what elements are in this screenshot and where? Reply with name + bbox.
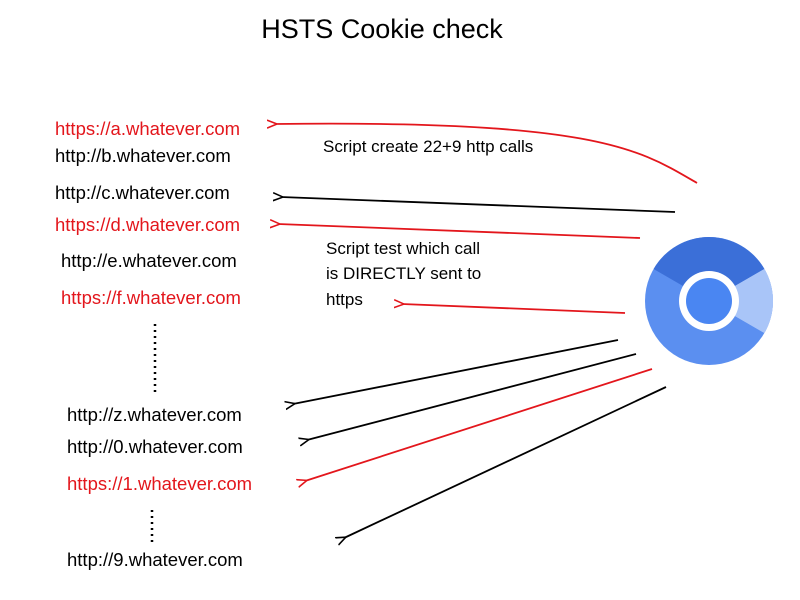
diagram-title: HSTS Cookie check bbox=[261, 14, 503, 44]
note-test-line-2: is DIRECTLY sent to bbox=[326, 264, 482, 283]
arrow-to-https-label bbox=[402, 304, 626, 314]
arrow-to-https-a bbox=[275, 124, 698, 184]
url-http-9: http://9.whatever.com bbox=[67, 549, 243, 570]
note-create-calls: Script create 22+9 http calls bbox=[323, 137, 534, 156]
url-https-d: https://d.whatever.com bbox=[55, 214, 241, 235]
url-https-f: https://f.whatever.com bbox=[61, 287, 241, 308]
url-http-e: http://e.whatever.com bbox=[61, 250, 237, 271]
arrow-to-http-0 bbox=[307, 353, 637, 440]
arrow-to-https-1 bbox=[305, 368, 653, 481]
url-https-a: https://a.whatever.com bbox=[55, 118, 241, 139]
url-http-b: http://b.whatever.com bbox=[55, 145, 231, 166]
chromium-logo-icon bbox=[645, 237, 773, 365]
url-https-1: https://1.whatever.com bbox=[67, 473, 253, 494]
note-test-line-1: Script test which call bbox=[326, 239, 480, 258]
url-http-0: http://0.whatever.com bbox=[67, 436, 243, 457]
url-http-z: http://z.whatever.com bbox=[67, 404, 242, 425]
note-test-line-3: https bbox=[326, 290, 363, 309]
arrow-to-http-9 bbox=[344, 386, 667, 538]
arrow-to-http-z bbox=[293, 339, 619, 404]
arrow-to-http-c bbox=[281, 197, 676, 213]
arrow-to-https-d bbox=[278, 224, 641, 239]
url-http-c: http://c.whatever.com bbox=[55, 182, 230, 203]
